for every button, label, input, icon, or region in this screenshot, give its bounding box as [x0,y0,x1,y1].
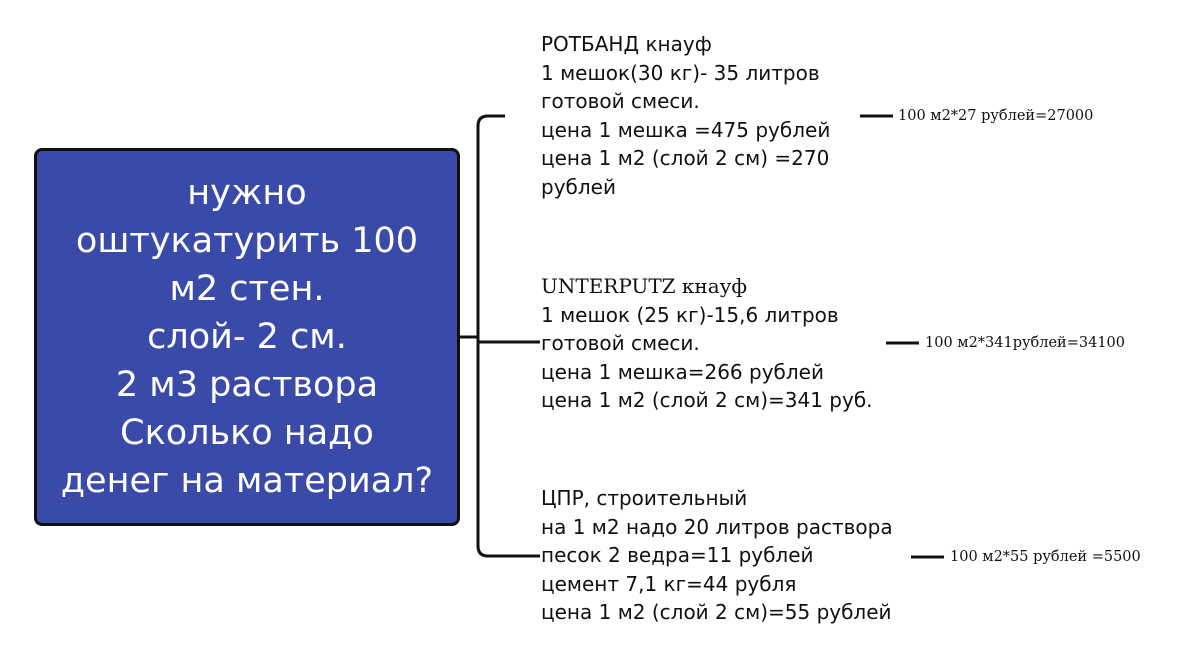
branch-title: ЦПР, строительный [541,486,748,510]
branch-rotband: РОТБАНД кнауф 1 мешок(30 кг)- 35 литров … [541,30,830,202]
root-node: нужно оштукатурить 100 м2 стен. слой- 2 … [34,148,460,526]
branch-title: UNTERPUTZ кнауф [541,274,748,298]
root-node-text: нужно оштукатурить 100 м2 стен. слой- 2 … [60,173,434,501]
branch-cpr: ЦПР, строительный на 1 м2 надо 20 литров… [541,484,893,627]
result-unterputz: 100 м2*341рублей=34100 [925,335,1125,351]
branch-bracket [476,114,540,558]
branch-unterputz: UNTERPUTZ кнауф 1 мешок (25 кг)-15,6 лит… [541,272,873,415]
result-rotband: 100 м2*27 рублей=27000 [898,108,1094,124]
branch-line: готовой смеси. [541,89,700,114]
branch-line: готовой смеси. [541,331,700,356]
branch-title: РОТБАНД кнауф [541,32,712,56]
branch-line: 1 мешок(30 кг)- 35 литров [541,60,820,85]
result-cpr: 100 м2*55 рублей =5500 [950,549,1141,565]
branch-line: цена 1 мешка =475 рублей [541,117,831,142]
branch-line: цена 1 м2 (слой 2 см) =270 [541,146,830,171]
branch-line: 1 мешок (25 кг)-15,6 литров [541,302,839,327]
branch-line: песок 2 ведра=11 рублей [541,543,814,568]
branch-line: цена 1 мешка=266 рублей [541,359,824,384]
branch-line: цена 1 м2 (слой 2 см)=341 руб. [541,388,873,413]
branch-line: цемент 7,1 кг=44 рубля [541,571,797,596]
branch-line: рублей [541,174,616,199]
branch-line: на 1 м2 надо 20 литров раствора [541,514,893,539]
branch-line: цена 1 м2 (слой 2 см)=55 рублей [541,600,892,625]
